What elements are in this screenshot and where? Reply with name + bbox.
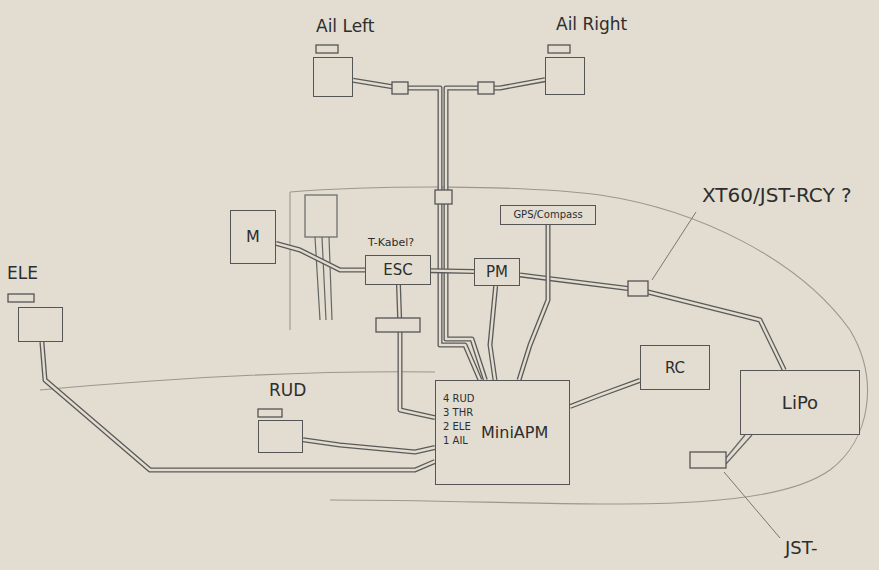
connector-note: JST- <box>783 537 820 559</box>
servo-horn <box>258 409 282 417</box>
wire-bundle <box>431 270 474 272</box>
motor-box: M <box>230 210 276 264</box>
wire-outline <box>570 380 640 406</box>
servo-name: Ail Right <box>556 14 627 34</box>
node-label: ESC <box>383 261 412 279</box>
servo-plug <box>392 82 408 94</box>
servo-box: RUD <box>258 420 303 453</box>
wire-outline <box>519 225 548 380</box>
fuselage-line <box>290 187 867 504</box>
servo-horn <box>8 294 34 302</box>
wire-outline <box>431 268 474 274</box>
wire <box>726 435 752 464</box>
wire <box>329 237 332 320</box>
wire-core <box>519 225 548 380</box>
wire-outline <box>399 285 436 418</box>
battery-box: LiPo <box>740 370 860 435</box>
receiver-box: RC <box>640 345 710 390</box>
pin-label: 2 ELE <box>441 421 473 433</box>
wire-core <box>276 243 365 270</box>
jst-plug <box>690 452 726 468</box>
wire-outline <box>303 440 435 452</box>
leader-line <box>724 472 780 538</box>
gps-compass-box: GPS/Compass <box>500 205 596 225</box>
leader-line <box>652 212 696 280</box>
servo-name: Ail Left <box>316 16 374 36</box>
wire-bundle <box>490 286 496 380</box>
wire-bundle <box>303 440 435 452</box>
wire-core <box>490 286 496 380</box>
wire-outline <box>353 80 480 380</box>
wire <box>322 237 326 320</box>
power-module-box: PM <box>474 258 520 286</box>
wire-outline <box>446 80 545 380</box>
wire-core <box>570 380 640 406</box>
wire-core <box>353 80 480 380</box>
wire-core <box>303 440 435 452</box>
pin-label: 1 AIL <box>441 435 470 447</box>
servo-horn <box>316 45 338 53</box>
esc-box: ESC <box>365 255 431 285</box>
node-label: MiniAPM <box>481 423 548 442</box>
y-cable-box <box>305 195 337 237</box>
servo-box: Ail Left <box>313 57 353 97</box>
wire-bundle <box>399 285 436 418</box>
wire-outline <box>276 243 365 270</box>
wire-bundle <box>353 80 480 380</box>
node-label: PM <box>486 263 508 281</box>
wire-core <box>431 269 474 272</box>
pin-header <box>376 318 420 332</box>
node-label: GPS/Compass <box>513 209 582 221</box>
wire-core <box>399 285 436 418</box>
fuselage-line <box>40 372 435 390</box>
wire-core <box>42 342 435 470</box>
servo-box: Ail Right <box>545 57 585 95</box>
servo-horn <box>548 45 570 53</box>
node-label: LiPo <box>782 392 818 414</box>
wire-bundle <box>446 80 545 380</box>
pin-label: 3 THR <box>441 407 475 419</box>
node-label: RC <box>665 359 685 377</box>
fuselage-line <box>289 192 290 330</box>
wire-core <box>446 80 545 380</box>
node-label: M <box>246 227 260 246</box>
connector-note: XT60/JST-RCY ? <box>700 183 854 207</box>
servo-horns <box>8 45 570 417</box>
wire-outline <box>42 342 435 470</box>
wire-bundle <box>276 243 365 270</box>
servo-name: ELE <box>7 263 38 283</box>
servo-plug <box>435 190 452 204</box>
cable-note: T-Kabel? <box>366 236 416 249</box>
wire-bundle <box>42 342 435 470</box>
pin-label: 4 RUD <box>441 393 477 405</box>
wire-bundle <box>519 225 548 380</box>
servo-name: RUD <box>269 380 306 400</box>
wire-outline <box>490 286 496 380</box>
wire-bundle <box>570 380 640 406</box>
cable-bundle <box>305 195 752 464</box>
wire <box>315 237 320 320</box>
servo-plug <box>478 82 494 94</box>
servo-box: ELE <box>18 307 63 342</box>
xt60-plug <box>628 281 648 296</box>
